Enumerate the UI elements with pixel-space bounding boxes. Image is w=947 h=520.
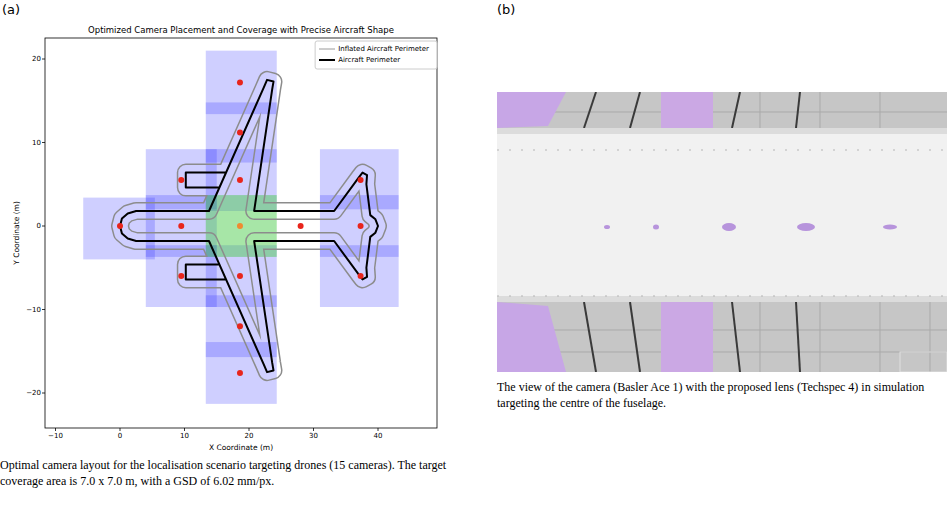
x-tick — [313, 428, 314, 431]
tick-label: −20 — [26, 389, 41, 397]
legend-text: Aircraft Perimeter — [338, 56, 400, 64]
aircraft-perimeter — [120, 80, 378, 372]
camera-dot — [358, 273, 364, 279]
camera-dot — [358, 177, 364, 183]
tick-label: 20 — [245, 432, 254, 440]
camera-dot — [298, 223, 304, 229]
legend-text: Inflated Aircraft Perimeter — [338, 45, 429, 53]
tick-label: 0 — [37, 222, 41, 230]
plot-title: Optimized Camera Placement and Coverage … — [88, 25, 394, 35]
axes-frame — [45, 38, 437, 428]
camera-dot — [237, 79, 243, 85]
camera-dot — [117, 223, 123, 229]
y-tick — [42, 393, 45, 394]
tick-label: 10 — [180, 432, 189, 440]
legend-box — [315, 41, 437, 69]
tick-label: 40 — [374, 432, 383, 440]
axis-label: Y Coordinate (m) — [12, 201, 21, 265]
camera-dot — [178, 273, 184, 279]
y-tick — [42, 59, 45, 60]
tick-label: 0 — [118, 432, 122, 440]
figure-caption: Optimal camera layout for the localisati… — [0, 458, 465, 489]
x-tick — [120, 428, 121, 431]
legend-entry: Inflated Aircraft Perimeter — [319, 45, 429, 53]
panel-label: (a) — [2, 2, 20, 18]
camera-dot — [237, 177, 243, 183]
camera-dot — [178, 223, 184, 229]
y-tick — [42, 309, 45, 310]
camera-dot — [237, 223, 243, 229]
panel-label: (b) — [497, 2, 515, 18]
tick-label: 10 — [32, 138, 41, 146]
camera-dot — [237, 129, 243, 135]
tick-label: −10 — [26, 305, 41, 313]
legend-line-sample — [319, 56, 335, 64]
x-tick — [378, 428, 379, 431]
camera-dot — [178, 177, 184, 183]
y-tick — [42, 142, 45, 143]
axis-label: X Coordinate (m) — [209, 443, 273, 452]
figure-caption: The view of the camera (Basler Ace 1) wi… — [497, 380, 942, 411]
camera-dot — [358, 223, 364, 229]
legend-entry: Aircraft Perimeter — [319, 56, 400, 64]
camera-dot — [237, 323, 243, 329]
camera-dot — [237, 370, 243, 376]
tick-label: 20 — [32, 55, 41, 63]
y-tick — [42, 226, 45, 227]
x-tick — [55, 428, 56, 431]
x-tick — [249, 428, 250, 431]
camera-dot — [237, 273, 243, 279]
legend-line-sample — [319, 45, 335, 53]
tick-label: 30 — [309, 432, 318, 440]
tick-label: −10 — [48, 432, 63, 440]
x-tick — [184, 428, 185, 431]
